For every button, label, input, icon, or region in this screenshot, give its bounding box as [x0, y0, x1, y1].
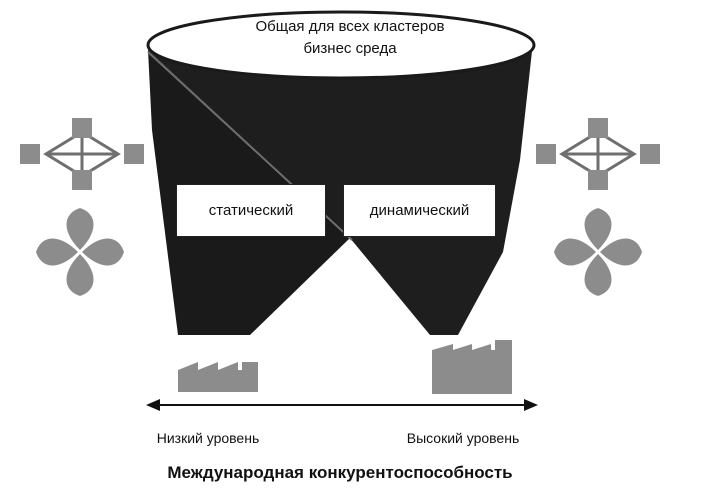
cluster-clover-icon-left [36, 208, 124, 296]
common-business-environment-line2: бизнес среда [200, 38, 500, 60]
static-label: статический [209, 202, 293, 219]
network-nodes-icon-right [536, 118, 660, 190]
factory-small-icon [178, 362, 258, 392]
common-business-environment-line1: Общая для всех кластеров [200, 16, 500, 38]
dynamic-box: динамический [343, 184, 496, 237]
static-box: статический [176, 184, 326, 237]
cluster-clover-icon-right [554, 208, 642, 296]
network-nodes-icon-left [20, 118, 144, 190]
dynamic-label: динамический [370, 202, 469, 219]
competitiveness-scale-arrow [146, 399, 538, 411]
funnel [148, 12, 534, 335]
low-level-label: Низкий уровень [118, 430, 298, 446]
high-level-label: Высокий уровень [368, 430, 558, 446]
factory-large-icon [432, 340, 512, 394]
international-competitiveness-caption: Международная конкурентоспособность [100, 463, 580, 483]
common-business-environment-label: Общая для всех кластеров бизнес среда [200, 16, 500, 60]
